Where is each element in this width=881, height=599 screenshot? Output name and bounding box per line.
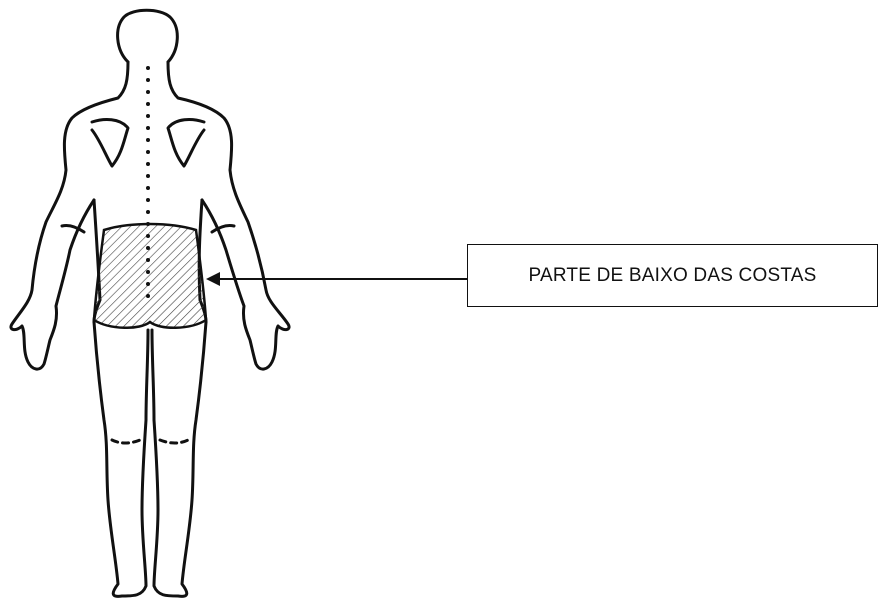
lower-back-region (94, 224, 206, 328)
right-scapula (168, 120, 204, 166)
right-leg-outline (152, 322, 206, 596)
right-knee-mark (160, 440, 188, 443)
left-leg-outline (94, 322, 148, 596)
body-part-label: PARTE DE BAIXO DAS COSTAS (467, 244, 878, 307)
head-outline (118, 10, 178, 62)
left-scapula (92, 120, 128, 166)
pointer-arrow-head (206, 272, 220, 286)
left-knee-mark (112, 440, 140, 443)
